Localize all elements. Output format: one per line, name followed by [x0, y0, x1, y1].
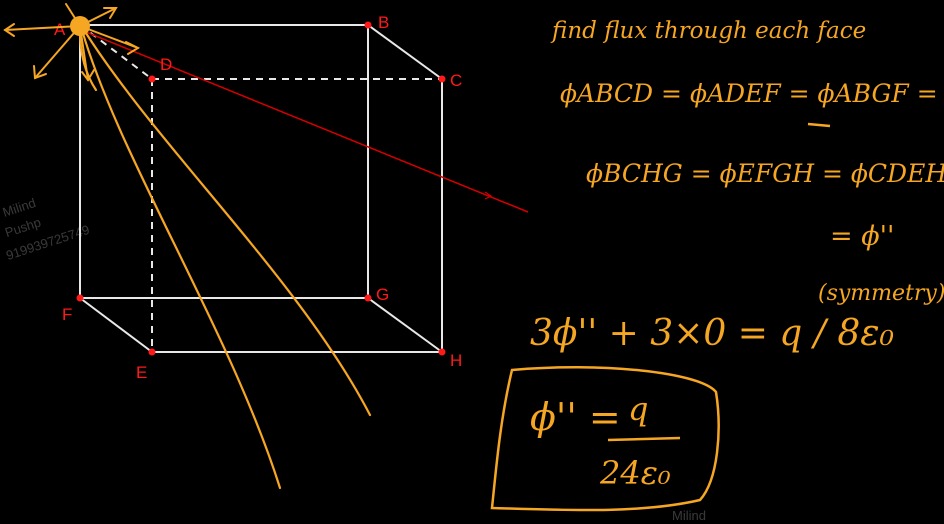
boxed-result: ϕ'' = q 24ε₀ [490, 366, 720, 512]
red-tick [484, 191, 493, 200]
label-h: H [450, 351, 462, 370]
arrow-down-left-head [33, 65, 47, 80]
label-e: E [136, 363, 147, 382]
note-underline [807, 122, 831, 128]
arrow-left-head [3, 23, 15, 37]
result-lhs: ϕ'' = [530, 395, 621, 439]
arrow-down-head [81, 69, 95, 82]
vertex-e [148, 348, 156, 356]
watermark-footer: Milind [672, 508, 706, 523]
red-line [85, 31, 529, 213]
vertex-d [148, 75, 156, 83]
vertex-c [438, 75, 446, 83]
result-fraction-bar [607, 436, 681, 442]
label-f: F [62, 305, 72, 324]
field-lines [78, 28, 372, 490]
note-title: find flux through each face [550, 18, 866, 44]
label-b: B [378, 13, 389, 32]
arrow-left [4, 25, 81, 31]
note-line4: (symmetry) [818, 281, 944, 306]
note-line3: = ϕ'' [830, 221, 894, 252]
charge-dot [70, 16, 90, 36]
notes: find flux through each face ϕABCD = ϕADE… [530, 18, 944, 354]
vertices [76, 21, 446, 356]
label-a: A [54, 20, 66, 39]
edge-fe [79, 297, 153, 353]
arrow-down-left [34, 25, 81, 79]
field-line-2 [82, 28, 372, 417]
watermark: Milind Pushp 919939725749 [1, 195, 92, 263]
edge-bc [367, 24, 443, 80]
note-equation: 3ϕ'' + 3×0 = q / 8ε₀ [530, 313, 894, 354]
vertex-h [438, 348, 446, 356]
cube [79, 24, 443, 353]
label-c: C [450, 71, 462, 90]
vertex-f [76, 294, 84, 302]
edge-gh [367, 297, 443, 353]
field-line-1 [80, 28, 282, 490]
result-box [490, 366, 720, 512]
arrow-up-right-head [103, 7, 118, 19]
arrow-right-head [125, 41, 141, 55]
vertex-b [364, 21, 372, 29]
note-line2: ϕBCHG = ϕEFGH = ϕCDEH [586, 159, 944, 188]
edge-ad [79, 24, 153, 80]
point-charge [3, 3, 141, 82]
label-d: D [160, 55, 172, 74]
note-line1: ϕABCD = ϕADEF = ϕABGF = 0 [560, 79, 944, 108]
result-denominator: 24ε₀ [599, 454, 671, 492]
vertex-g [364, 294, 372, 302]
label-g: G [376, 285, 389, 304]
result-numerator: q [628, 390, 648, 428]
arrow-right [79, 25, 139, 49]
